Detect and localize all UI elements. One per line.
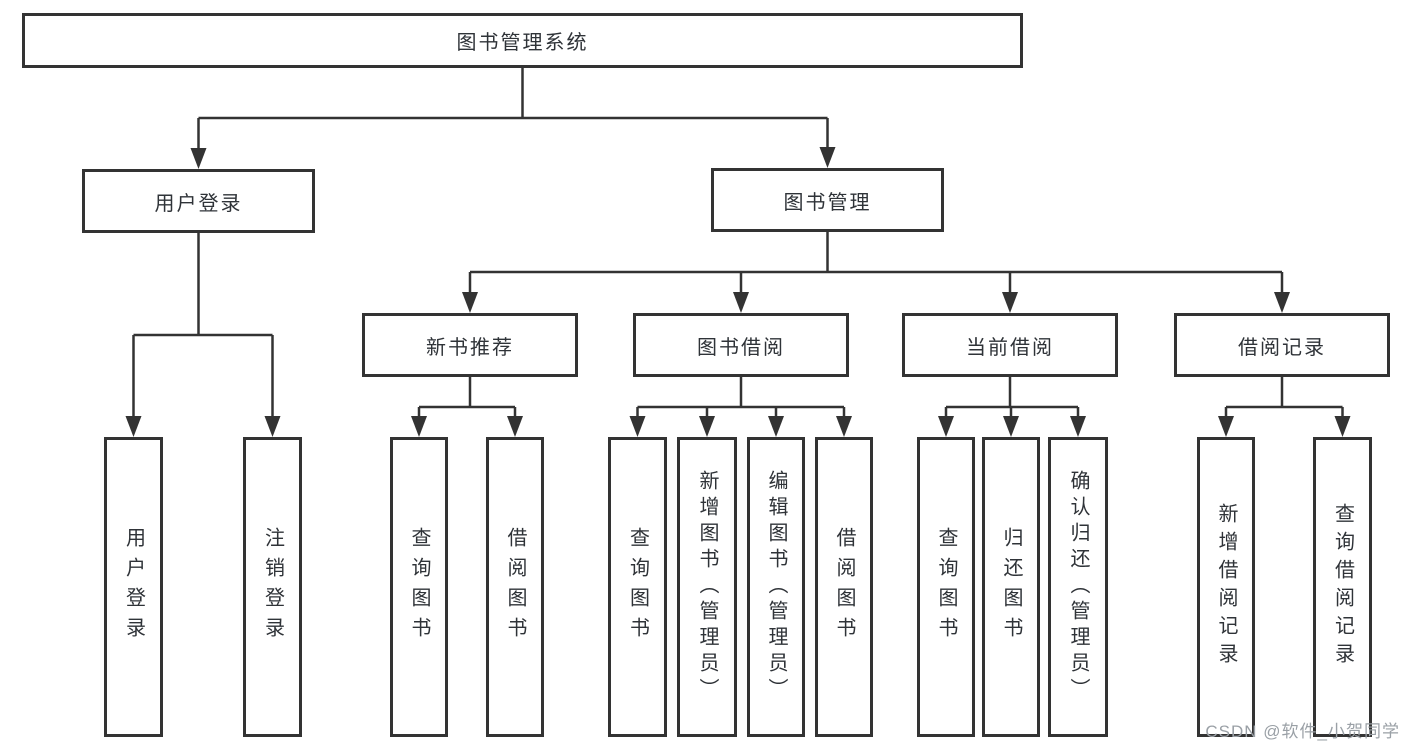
node-book-borrowing-label: 图书借阅 xyxy=(697,336,785,359)
leaf-logout-login: 注销登录 xyxy=(243,437,302,737)
node-root-label: 图书管理系统 xyxy=(456,32,589,54)
leaf-query-book-borrow: 查询图书 xyxy=(608,437,667,737)
leaf-borrow-book-recommend: 借阅图书 xyxy=(486,437,544,737)
leaf-query-book-current-label: 查询图书 xyxy=(935,527,957,647)
node-current-borrowing-label: 当前借阅 xyxy=(966,336,1054,359)
leaf-query-book-recommend: 查询图书 xyxy=(390,437,448,737)
leaf-add-book-admin: 新增图书（管理员） xyxy=(677,437,737,737)
node-current-borrowing: 当前借阅 xyxy=(902,313,1118,377)
node-root: 图书管理系统 xyxy=(22,13,1023,68)
leaf-confirm-return-admin: 确认归还（管理员） xyxy=(1048,437,1108,737)
watermark: CSDN @软件_小贺同学 xyxy=(1205,722,1400,741)
node-user-login: 用户登录 xyxy=(82,169,315,233)
node-book-management: 图书管理 xyxy=(711,168,944,232)
leaf-logout-login-label: 注销登录 xyxy=(261,527,284,647)
node-borrowing-records: 借阅记录 xyxy=(1174,313,1390,377)
node-borrowing-records-label: 借阅记录 xyxy=(1238,336,1326,359)
node-book-borrowing: 图书借阅 xyxy=(633,313,849,377)
leaf-add-borrow-record: 新增借阅记录 xyxy=(1197,437,1255,737)
leaf-query-book-current: 查询图书 xyxy=(917,437,975,737)
leaf-return-book-label: 归还图书 xyxy=(1000,527,1022,647)
leaf-user-login: 用户登录 xyxy=(104,437,163,737)
node-new-book-recommendation: 新书推荐 xyxy=(362,313,578,377)
leaf-add-borrow-record-label: 新增借阅记录 xyxy=(1215,503,1237,671)
leaf-query-book-recommend-label: 查询图书 xyxy=(408,527,430,647)
leaf-query-book-borrow-label: 查询图书 xyxy=(626,527,649,647)
leaf-query-borrow-record: 查询借阅记录 xyxy=(1313,437,1372,737)
leaf-borrow-book-label: 借阅图书 xyxy=(833,527,855,647)
node-book-management-label: 图书管理 xyxy=(783,191,872,214)
leaf-borrow-book: 借阅图书 xyxy=(815,437,873,737)
leaf-borrow-book-recommend-label: 借阅图书 xyxy=(504,527,526,647)
leaf-add-book-admin-label: 新增图书（管理员） xyxy=(696,470,718,704)
leaf-return-book: 归还图书 xyxy=(982,437,1040,737)
leaf-edit-book-admin-label: 编辑图书（管理员） xyxy=(765,470,787,704)
leaf-confirm-return-admin-label: 确认归还（管理员） xyxy=(1067,470,1089,704)
leaf-user-login-label: 用户登录 xyxy=(122,527,145,647)
node-user-login-label: 用户登录 xyxy=(154,192,243,215)
leaf-edit-book-admin: 编辑图书（管理员） xyxy=(747,437,805,737)
leaf-query-borrow-record-label: 查询借阅记录 xyxy=(1331,503,1354,671)
node-new-book-recommendation-label: 新书推荐 xyxy=(426,336,514,359)
